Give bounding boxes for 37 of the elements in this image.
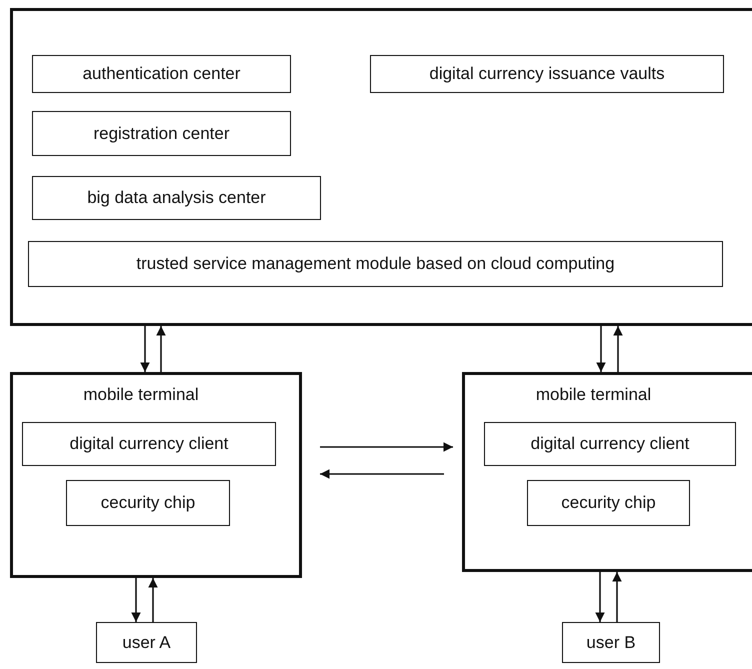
user-box bbox=[96, 622, 197, 663]
node-label: registration center bbox=[92, 124, 231, 144]
component-box bbox=[32, 55, 291, 93]
component-box bbox=[32, 176, 321, 220]
arrow bbox=[595, 572, 605, 622]
arrow bbox=[596, 326, 606, 372]
terminal-box bbox=[10, 372, 302, 578]
node-label: mobile terminal bbox=[534, 385, 652, 405]
node-label: trusted service management module based on cloud computing bbox=[135, 254, 616, 274]
node-label: cecurity chip bbox=[100, 493, 196, 513]
node-label: mobile terminal bbox=[82, 385, 200, 405]
component-box bbox=[484, 422, 736, 466]
node-label: user B bbox=[585, 632, 637, 652]
arrow bbox=[612, 572, 622, 622]
component-box bbox=[32, 111, 291, 156]
user-box bbox=[562, 622, 660, 663]
arrow bbox=[156, 326, 166, 372]
component-box bbox=[527, 480, 690, 526]
component-box bbox=[370, 55, 724, 93]
system-panel bbox=[10, 8, 752, 326]
terminal-box bbox=[462, 372, 752, 572]
node-label: user A bbox=[121, 632, 172, 652]
component-box bbox=[22, 422, 276, 466]
arrow bbox=[613, 326, 623, 372]
arrow bbox=[140, 326, 150, 372]
node-label: digital currency client bbox=[68, 434, 230, 454]
node-label: digital currency issuance vaults bbox=[428, 64, 666, 84]
arrow bbox=[320, 469, 444, 479]
arrow bbox=[320, 442, 453, 452]
arrow bbox=[131, 578, 141, 622]
node-label: digital currency client bbox=[530, 434, 690, 454]
arrow bbox=[148, 578, 158, 622]
node-label: big data analysis center bbox=[86, 188, 267, 208]
component-box bbox=[66, 480, 230, 526]
node-label: cecurity chip bbox=[560, 493, 657, 513]
component-box bbox=[28, 241, 723, 287]
node-label: authentication center bbox=[82, 64, 242, 84]
